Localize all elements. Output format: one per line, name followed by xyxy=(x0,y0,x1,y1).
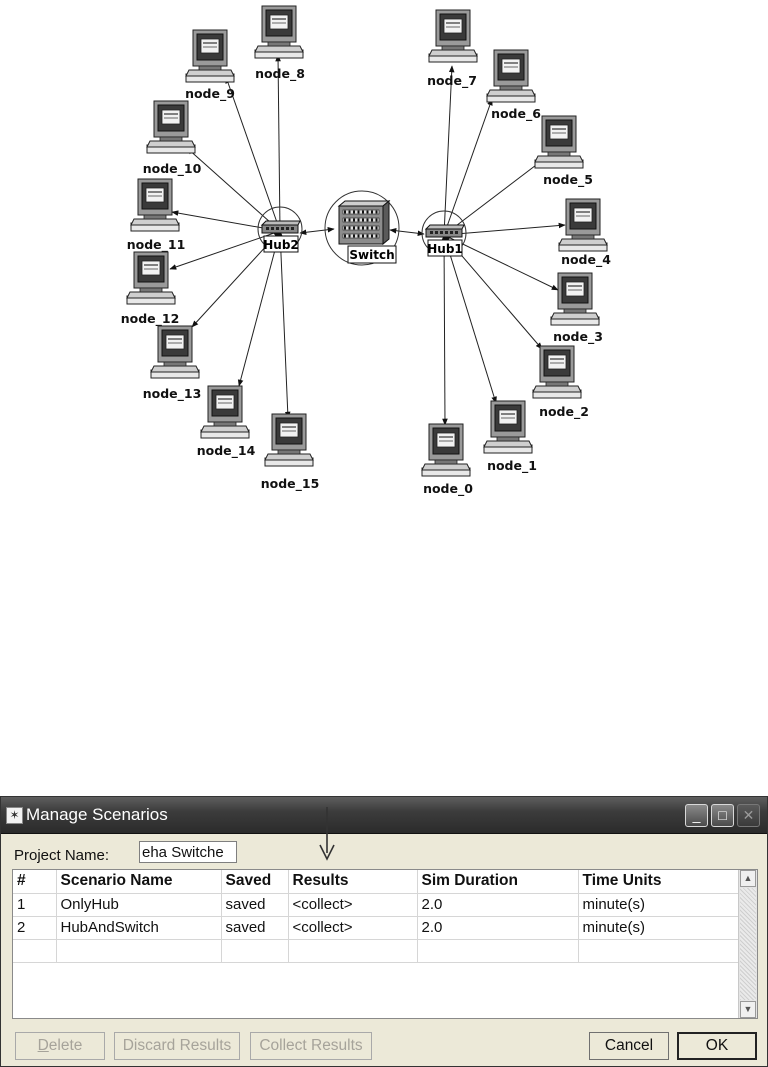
node-label: node_2 xyxy=(539,404,589,420)
project-name-label: Project Name: xyxy=(14,847,110,864)
cell-saved[interactable]: saved xyxy=(221,893,289,917)
delete-button[interactable]: Delete xyxy=(15,1032,105,1060)
workstation-node_10[interactable] xyxy=(146,100,196,154)
column-header-scenario-name[interactable]: Scenario Name xyxy=(56,870,222,894)
table-header-row: # Scenario Name Saved Results Sim Durati… xyxy=(13,870,740,894)
dialog-title: Manage Scenarios xyxy=(26,805,168,824)
hub2[interactable]: Hub2 xyxy=(257,206,303,253)
workstation-node_11[interactable] xyxy=(130,178,180,232)
node-label: node_12 xyxy=(121,311,180,327)
scenarios-table: # Scenario Name Saved Results Sim Durati… xyxy=(12,869,758,1019)
cell-scenario-name[interactable]: OnlyHub xyxy=(56,893,222,917)
workstation-node_15[interactable] xyxy=(264,413,314,467)
link-hub2-switch xyxy=(299,226,335,236)
workstation-node_9[interactable] xyxy=(185,29,235,83)
link-node_6 xyxy=(443,98,493,236)
ok-label: OK xyxy=(705,1037,729,1054)
dialog-titlebar[interactable]: ✶ Manage Scenarios _ □ ✕ xyxy=(1,797,767,834)
link-node_8 xyxy=(275,54,283,232)
node-label: node_7 xyxy=(427,73,477,89)
workstation-node_14[interactable] xyxy=(200,385,250,439)
cell-time-units[interactable]: minute(s) xyxy=(578,916,740,940)
link-node_1 xyxy=(443,234,497,404)
link-node_15 xyxy=(277,230,291,419)
cell-saved[interactable]: saved xyxy=(221,916,289,940)
discard-results-button[interactable]: Discard Results xyxy=(114,1032,240,1060)
node-label: node_4 xyxy=(561,252,611,268)
node-label: node_15 xyxy=(261,476,320,492)
column-header-saved[interactable]: Saved xyxy=(221,870,289,894)
link-node_7 xyxy=(441,65,455,236)
node-label: node_0 xyxy=(423,481,473,497)
empty-table-row[interactable] xyxy=(13,939,740,963)
link-switch-hub1 xyxy=(389,227,425,237)
workstation-node_4[interactable] xyxy=(558,198,608,252)
node-label: node_14 xyxy=(197,443,256,459)
link-node_14 xyxy=(237,230,282,387)
cell-time-units[interactable]: minute(s) xyxy=(578,893,740,917)
column-header-number[interactable]: # xyxy=(13,870,57,894)
table-row[interactable]: 1 OnlyHub saved <collect> 2.0 minute(s) xyxy=(13,893,740,917)
ok-button[interactable]: OK xyxy=(677,1032,757,1060)
workstation-node_0[interactable] xyxy=(421,423,471,477)
node-label: node_10 xyxy=(143,161,202,177)
close-button[interactable]: ✕ xyxy=(737,804,760,827)
collect-results-button[interactable]: Collect Results xyxy=(250,1032,372,1060)
node-label: node_1 xyxy=(487,458,537,474)
cell-sim-duration[interactable]: 2.0 xyxy=(417,916,579,940)
column-header-time-units[interactable]: Time Units xyxy=(578,870,740,894)
delete-button-label: elete xyxy=(48,1037,83,1054)
workstation-node_8[interactable] xyxy=(254,5,304,59)
collect-results-label: Collect Results xyxy=(259,1037,363,1054)
project-name-field[interactable]: eha Switche xyxy=(139,841,237,863)
cell-sim-duration[interactable]: 2.0 xyxy=(417,893,579,917)
scroll-down-arrow-icon[interactable]: ▼ xyxy=(740,1001,756,1018)
switch[interactable]: Switch xyxy=(324,190,400,266)
workstation-node_13[interactable] xyxy=(150,325,200,379)
column-header-sim-duration[interactable]: Sim Duration xyxy=(417,870,579,894)
vertical-scrollbar[interactable]: ▲ ▼ xyxy=(738,870,757,1018)
workstation-node_5[interactable] xyxy=(534,115,584,169)
cell-scenario-name[interactable]: HubAndSwitch xyxy=(56,916,222,940)
node-label: node_5 xyxy=(543,172,593,188)
link-node_0 xyxy=(441,234,448,426)
star-icon: ✶ xyxy=(6,807,23,824)
hub1[interactable]: Hub1 xyxy=(421,210,467,257)
cell-number[interactable]: 1 xyxy=(13,893,57,917)
scrollbar-track[interactable] xyxy=(740,888,756,1000)
node-label: node_3 xyxy=(553,329,603,345)
minimize-button[interactable]: _ xyxy=(685,804,708,827)
discard-results-label: Discard Results xyxy=(122,1037,232,1054)
workstation-node_12[interactable] xyxy=(126,251,176,305)
workstation-node_7[interactable] xyxy=(428,9,478,63)
maximize-button[interactable]: □ xyxy=(711,804,734,827)
link-node_5 xyxy=(443,158,545,236)
cancel-button[interactable]: Cancel xyxy=(589,1032,669,1060)
hub1-label: Hub1 xyxy=(427,242,463,256)
hub2-label: Hub2 xyxy=(263,238,299,252)
network-topology-diagram: node_0node_1node_2node_3node_4node_5node… xyxy=(121,5,611,497)
cancel-label: Cancel xyxy=(604,1037,654,1054)
switch-label: Switch xyxy=(349,248,394,262)
column-header-results[interactable]: Results xyxy=(288,870,418,894)
scroll-up-arrow-icon[interactable]: ▲ xyxy=(740,870,756,887)
manage-scenarios-dialog: ✶ Manage Scenarios _ □ ✕ Project Name: e… xyxy=(0,796,768,1067)
node-label: node_9 xyxy=(185,86,235,102)
cell-results[interactable]: <collect> xyxy=(288,916,418,940)
cell-results[interactable]: <collect> xyxy=(288,893,418,917)
node-label: node_11 xyxy=(127,237,186,253)
workstation-node_1[interactable] xyxy=(483,400,533,454)
workstation-node_2[interactable] xyxy=(532,345,582,399)
annotation-arrow xyxy=(319,807,335,861)
node-label: node_6 xyxy=(491,106,541,122)
cell-number[interactable]: 2 xyxy=(13,916,57,940)
node-label: node_8 xyxy=(255,66,305,82)
node-label: node_13 xyxy=(143,386,202,402)
table-row[interactable]: 2 HubAndSwitch saved <collect> 2.0 minut… xyxy=(13,916,740,940)
workstation-node_6[interactable] xyxy=(486,49,536,103)
workstation-node_3[interactable] xyxy=(550,272,600,326)
